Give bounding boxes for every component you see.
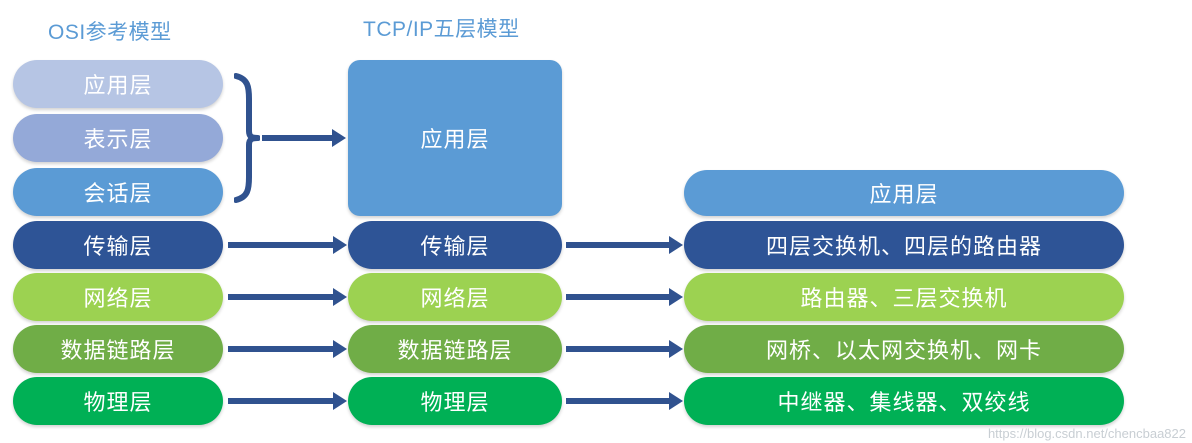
- osi-layer-datalink[interactable]: 数据链路层: [13, 325, 223, 373]
- osi-layer-application[interactable]: 应用层: [13, 60, 223, 108]
- tcpip-layer-transport[interactable]: 传输层: [348, 221, 562, 269]
- arrow-osi-network-to-tcpip-network: [228, 294, 334, 300]
- device-layer-application[interactable]: 应用层: [684, 170, 1124, 216]
- tcpip-column-title: TCP/IP五层模型: [363, 18, 520, 41]
- tcpip-layer-physical[interactable]: 物理层: [348, 377, 562, 425]
- arrow-osi-datalink-to-tcpip-datalink: [228, 346, 334, 352]
- arrow-tcpip-network-to-devices: [566, 294, 670, 300]
- osi-layer-network[interactable]: 网络层: [13, 273, 223, 321]
- osi-layer-presentation[interactable]: 表示层: [13, 114, 223, 162]
- device-layer-transport[interactable]: 四层交换机、四层的路由器: [684, 221, 1124, 269]
- arrow-tcpip-transport-to-devices: [566, 242, 670, 248]
- device-layer-label: 中继器、集线器、双绞线: [777, 390, 1031, 415]
- osi-upper-layers-brace: [234, 73, 260, 203]
- osi-column-title: OSI参考模型: [48, 21, 172, 44]
- tcpip-layer-network[interactable]: 网络层: [348, 273, 562, 321]
- arrow-osi-transport-to-tcpip-transport: [228, 242, 334, 248]
- tcpip-layer-label: 数据链路层: [397, 338, 513, 363]
- arrow-osi-upper-to-tcpip-application: [262, 135, 333, 141]
- osi-layer-label: 数据链路层: [60, 338, 176, 363]
- osi-layer-physical[interactable]: 物理层: [13, 377, 223, 425]
- osi-layer-label: 网络层: [83, 286, 153, 311]
- watermark-text: https://blog.csdn.net/chencbaa822: [987, 426, 1186, 441]
- device-layer-datalink[interactable]: 网桥、以太网交换机、网卡: [684, 325, 1124, 373]
- osi-layer-session[interactable]: 会话层: [13, 168, 223, 216]
- osi-layer-label: 表示层: [83, 127, 153, 152]
- tcpip-layer-datalink[interactable]: 数据链路层: [348, 325, 562, 373]
- osi-layer-transport[interactable]: 传输层: [13, 221, 223, 269]
- tcpip-layer-label: 网络层: [420, 286, 490, 311]
- arrow-osi-physical-to-tcpip-physical: [228, 398, 334, 404]
- device-layer-label: 四层交换机、四层的路由器: [765, 234, 1042, 259]
- tcpip-layer-label: 传输层: [420, 234, 490, 259]
- tcpip-layer-application[interactable]: 应用层: [348, 60, 562, 216]
- tcpip-layer-label: 物理层: [420, 390, 490, 415]
- device-layer-label: 应用层: [869, 182, 939, 207]
- osi-layer-label: 会话层: [83, 181, 153, 206]
- device-layer-network[interactable]: 路由器、三层交换机: [684, 273, 1124, 321]
- arrow-tcpip-physical-to-devices: [566, 398, 670, 404]
- device-layer-label: 网桥、以太网交换机、网卡: [765, 338, 1042, 363]
- tcpip-layer-label: 应用层: [420, 127, 490, 152]
- device-layer-physical[interactable]: 中继器、集线器、双绞线: [684, 377, 1124, 425]
- device-layer-label: 路由器、三层交换机: [800, 286, 1008, 311]
- arrow-tcpip-datalink-to-devices: [566, 346, 670, 352]
- osi-layer-label: 应用层: [83, 73, 153, 98]
- osi-layer-label: 传输层: [83, 234, 153, 259]
- osi-layer-label: 物理层: [83, 390, 153, 415]
